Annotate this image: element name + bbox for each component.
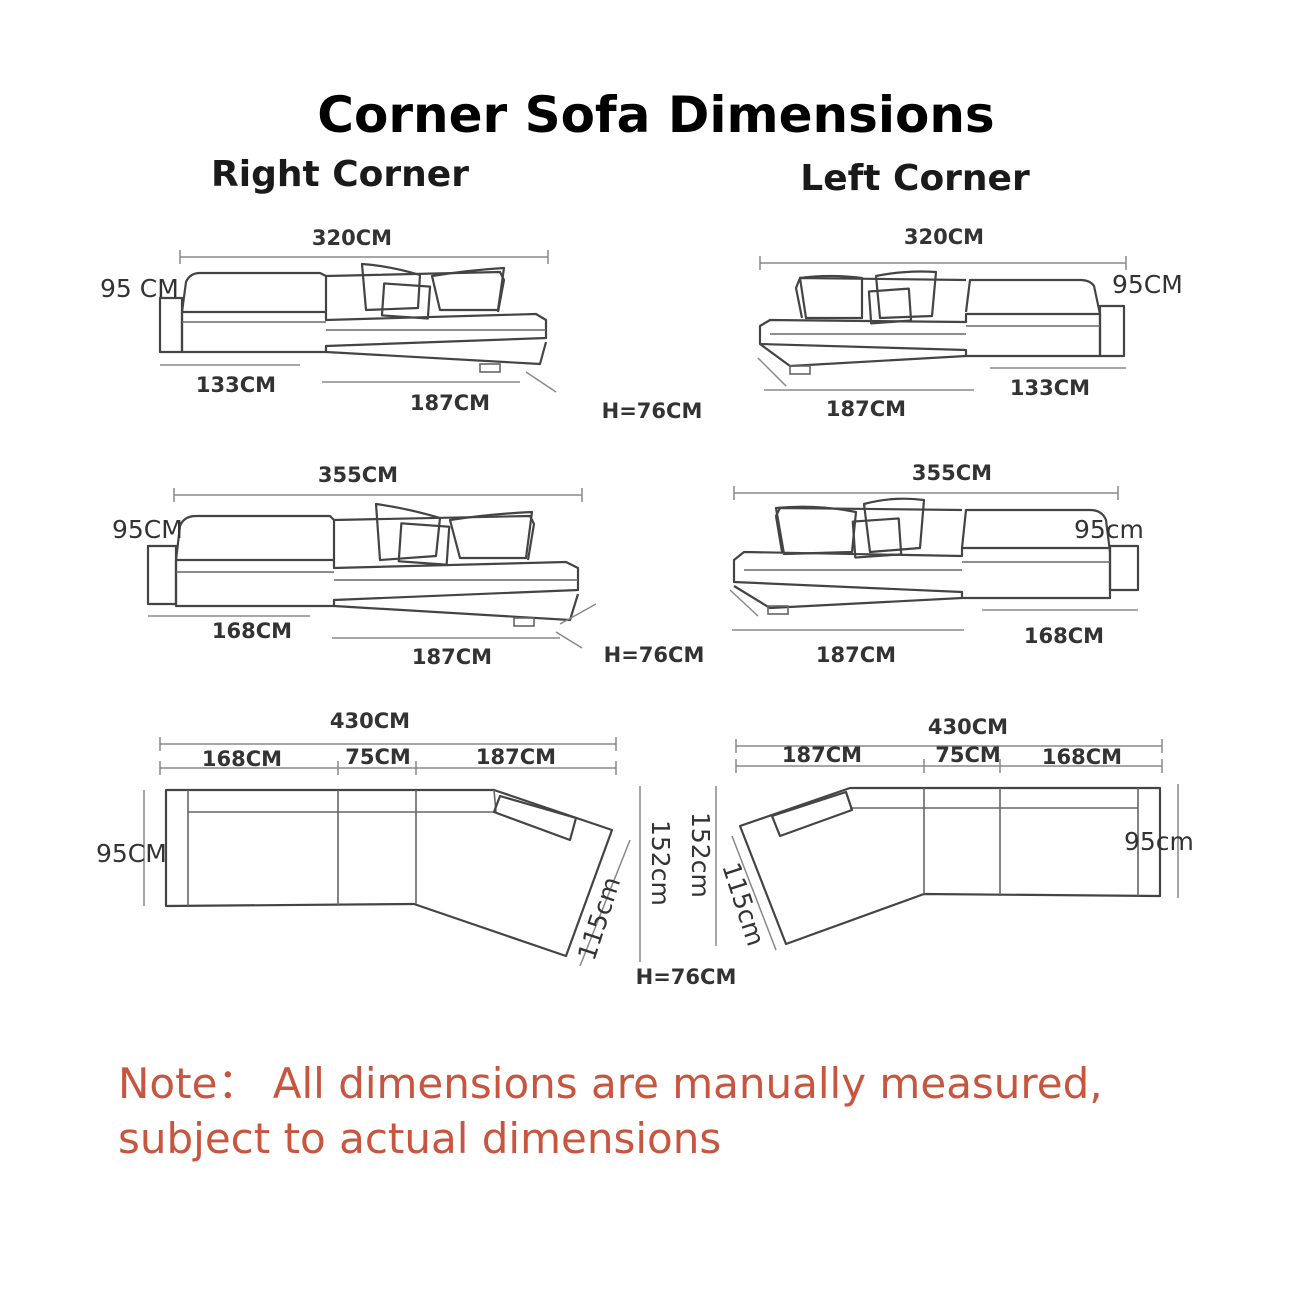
dim-row1-left-seg-b: 133CM [1010, 376, 1090, 400]
sofa-row2-left: 355CM 95cm 187CM 168CM [729, 461, 1144, 667]
dim-row3-left-side: 115cm [716, 859, 770, 950]
sofa-row2-right: 355CM 95CM 168CM 187CM [112, 463, 597, 669]
dim-row1-right-seg-a: 133CM [196, 373, 276, 397]
dim-row3-left-seg-c: 168CM [1042, 745, 1122, 769]
dim-row3-left-seg-a: 187CM [782, 743, 862, 767]
dim-row1-height: H=76CM [602, 399, 703, 423]
dim-row3-right-span: 152cm [646, 820, 675, 906]
dim-row3-right-seg-c: 187CM [476, 745, 556, 769]
dim-row2-left-seg-a: 187CM [816, 643, 896, 667]
sofa-row1-right: 320CM 95 CM 133CM 187CM [100, 226, 557, 415]
note-line-1: Note： All dimensions are manually measur… [118, 1059, 1103, 1108]
left-corner-label: Left Corner [800, 158, 1030, 199]
sofa-row3-left: 430CM 187CM 75CM 168CM 95cm 115cm 152cm [686, 715, 1194, 951]
dim-row2-right-total: 355CM [318, 463, 398, 487]
dim-row3-left-seg-b: 75CM [935, 743, 1001, 767]
dim-row2-left-total: 355CM [912, 461, 992, 485]
sofa-row1-left: 320CM 95CM 187CM 133CM [757, 225, 1183, 421]
dim-row1-right-depth: 95 CM [100, 274, 179, 303]
right-corner-label: Right Corner [211, 154, 469, 195]
dim-row1-left-seg-a: 187CM [826, 397, 906, 421]
dim-row3-left-depth: 95cm [1124, 827, 1194, 856]
sofa-row3-right: 430CM 168CM 75CM 187CM 95CM 115cm 152cm [96, 709, 675, 967]
dim-row1-left-total: 320CM [904, 225, 984, 249]
dim-row3-right-total: 430CM [330, 709, 410, 733]
dim-row1-left-depth: 95CM [1112, 270, 1183, 299]
dim-row3-left-total: 430CM [928, 715, 1008, 739]
dim-row2-height: H=76CM [604, 643, 705, 667]
dim-row3-height: H=76CM [636, 965, 737, 989]
dim-row1-right-seg-b: 187CM [410, 391, 490, 415]
dim-row1-right-total: 320CM [312, 226, 392, 250]
diagram-title: Corner Sofa Dimensions [317, 86, 994, 144]
dim-row2-left-depth: 95cm [1074, 515, 1144, 544]
dim-row2-left-seg-b: 168CM [1024, 624, 1104, 648]
dim-row2-right-seg-b: 187CM [412, 645, 492, 669]
note-line-2: subject to actual dimensions [118, 1114, 722, 1163]
dim-row3-right-seg-a: 168CM [202, 747, 282, 771]
dim-row2-right-depth: 95CM [112, 515, 183, 544]
dim-row3-right-seg-b: 75CM [345, 745, 411, 769]
dim-row3-right-depth: 95CM [96, 839, 167, 868]
dim-row2-right-seg-a: 168CM [212, 619, 292, 643]
dim-row3-left-span: 152cm [686, 812, 715, 898]
